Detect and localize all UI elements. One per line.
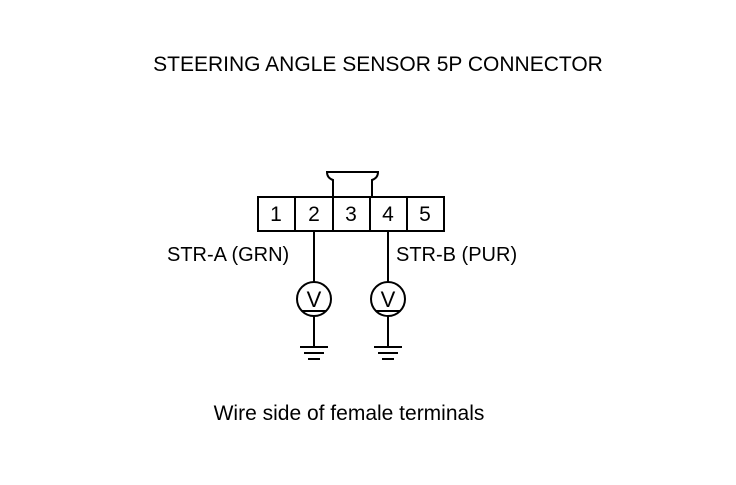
pin-1-label: 1	[270, 203, 282, 226]
wire-label-str-b: STR-B (PUR)	[396, 244, 517, 266]
connector-outline	[257, 196, 445, 232]
probe-circuit-right: V	[370, 231, 406, 360]
voltmeter-symbol: V	[307, 287, 322, 312]
connector-lock-tab	[325, 171, 380, 197]
diagram-caption: Wire side of female terminals	[214, 402, 485, 425]
diagram-title: STEERING ANGLE SENSOR 5P CONNECTOR	[153, 53, 603, 76]
pin-5-label: 5	[419, 203, 431, 226]
pin-3-label: 3	[345, 203, 357, 226]
connector-body: 1 2 3 4 5	[257, 196, 445, 232]
probe-circuit-left: V	[296, 231, 332, 360]
pin-2-label: 2	[308, 203, 320, 226]
voltmeter-symbol: V	[381, 287, 396, 312]
pin-4-label: 4	[382, 203, 394, 226]
wire-label-str-a: STR-A (GRN)	[167, 244, 289, 266]
